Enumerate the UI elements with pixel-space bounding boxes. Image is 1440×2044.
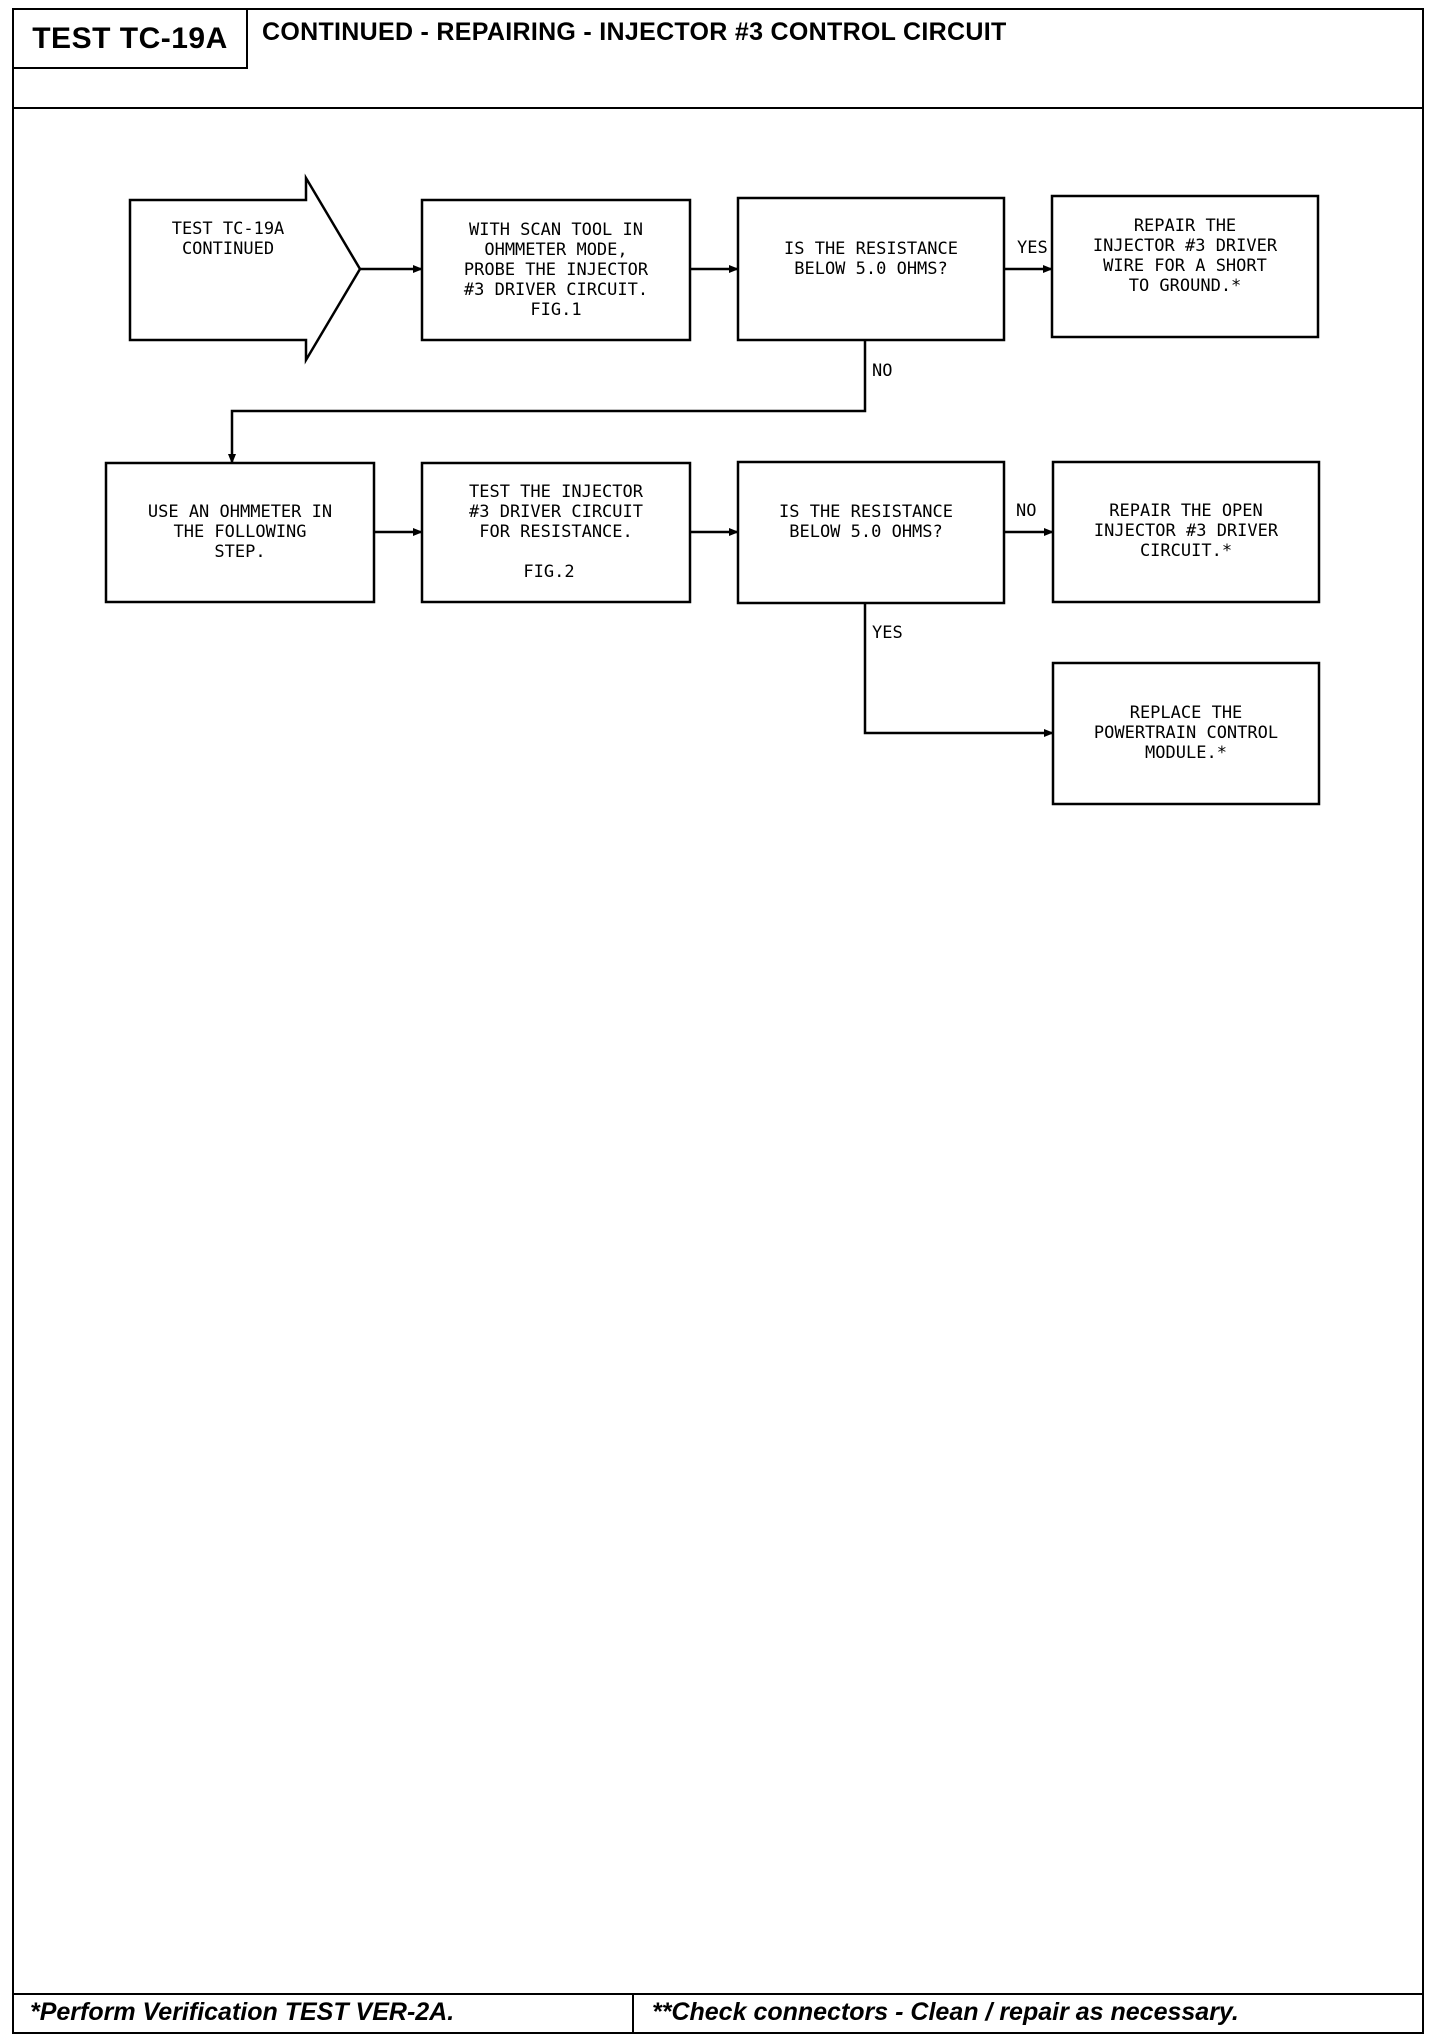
start-line-1: TEST TC-19A — [172, 219, 285, 239]
start-arrow: TEST TC-19A CONTINUED — [128, 173, 362, 365]
page-title: CONTINUED - REPAIRING - INJECTOR #3 CONT… — [262, 18, 1007, 46]
test-circuit-box: TEST THE INJECTOR #3 DRIVER CIRCUIT FOR … — [420, 461, 692, 604]
repair-short-line-4: TO GROUND.* — [1129, 276, 1242, 296]
decision-1-box: IS THE RESISTANCE BELOW 5.0 OHMS? — [736, 196, 1006, 342]
probe-step-box: WITH SCAN TOOL IN OHMMETER MODE, PROBE T… — [420, 198, 692, 342]
use-ohmmeter-line-2: THE FOLLOWING — [173, 522, 306, 542]
use-ohmmeter-line-1: USE AN OHMMETER IN — [148, 502, 332, 522]
decision-1-line-2: BELOW 5.0 OHMS? — [794, 259, 948, 279]
use-ohmmeter-line-3: STEP. — [214, 542, 265, 562]
decision-1-yes-label: YES — [1017, 238, 1048, 258]
start-line-2: CONTINUED — [182, 239, 274, 259]
repair-open-box: REPAIR THE OPEN INJECTOR #3 DRIVER CIRCU… — [1051, 460, 1321, 604]
decision-1-no-label: NO — [872, 361, 892, 381]
repair-open-line-3: CIRCUIT.* — [1140, 541, 1232, 561]
replace-pcm-line-2: POWERTRAIN CONTROL — [1094, 723, 1278, 743]
use-ohmmeter-box: USE AN OHMMETER IN THE FOLLOWING STEP. — [104, 461, 376, 604]
connector-decision2-yes — [863, 603, 1054, 737]
test-circuit-line-3: FOR RESISTANCE. — [479, 522, 633, 542]
replace-pcm-box: REPLACE THE POWERTRAIN CONTROL MODULE.* — [1051, 661, 1321, 806]
test-circuit-line-1: TEST THE INJECTOR — [469, 482, 644, 502]
connector-decision1-no — [228, 340, 867, 464]
repair-open-line-1: REPAIR THE OPEN — [1109, 501, 1263, 521]
repair-open-line-2: INJECTOR #3 DRIVER — [1094, 521, 1279, 541]
repair-short-line-3: WIRE FOR A SHORT — [1103, 256, 1267, 276]
repair-short-line-1: REPAIR THE — [1134, 216, 1236, 236]
repair-short-line-2: INJECTOR #3 DRIVER — [1093, 236, 1278, 256]
repair-short-box: REPAIR THE INJECTOR #3 DRIVER WIRE FOR A… — [1050, 194, 1320, 339]
probe-line-3: PROBE THE INJECTOR — [464, 260, 649, 280]
decision-2-line-1: IS THE RESISTANCE — [779, 502, 953, 522]
footer-connector-note: **Check connectors - Clean / repair as n… — [652, 1998, 1239, 2026]
test-circuit-line-2: #3 DRIVER CIRCUIT — [469, 502, 643, 522]
test-id-label: TEST TC-19A — [12, 8, 248, 69]
decision-2-yes-label: YES — [872, 623, 903, 643]
probe-line-4: #3 DRIVER CIRCUIT. — [464, 280, 648, 300]
replace-pcm-line-3: MODULE.* — [1145, 743, 1227, 763]
footer-bar — [12, 1993, 1424, 2034]
probe-line-5: FIG.1 — [530, 300, 581, 320]
decision-2-no-label: NO — [1016, 501, 1036, 521]
probe-line-2: OHMMETER MODE, — [484, 240, 627, 260]
footer-divider — [632, 1993, 634, 2034]
decision-2-line-2: BELOW 5.0 OHMS? — [789, 522, 943, 542]
footer-verification-note: *Perform Verification TEST VER-2A. — [30, 1998, 455, 2026]
decision-1-line-1: IS THE RESISTANCE — [784, 239, 958, 259]
decision-2-box: IS THE RESISTANCE BELOW 5.0 OHMS? — [736, 460, 1006, 605]
probe-line-1: WITH SCAN TOOL IN — [469, 220, 643, 240]
replace-pcm-line-1: REPLACE THE — [1130, 703, 1243, 723]
test-circuit-fig: FIG.2 — [523, 562, 574, 582]
